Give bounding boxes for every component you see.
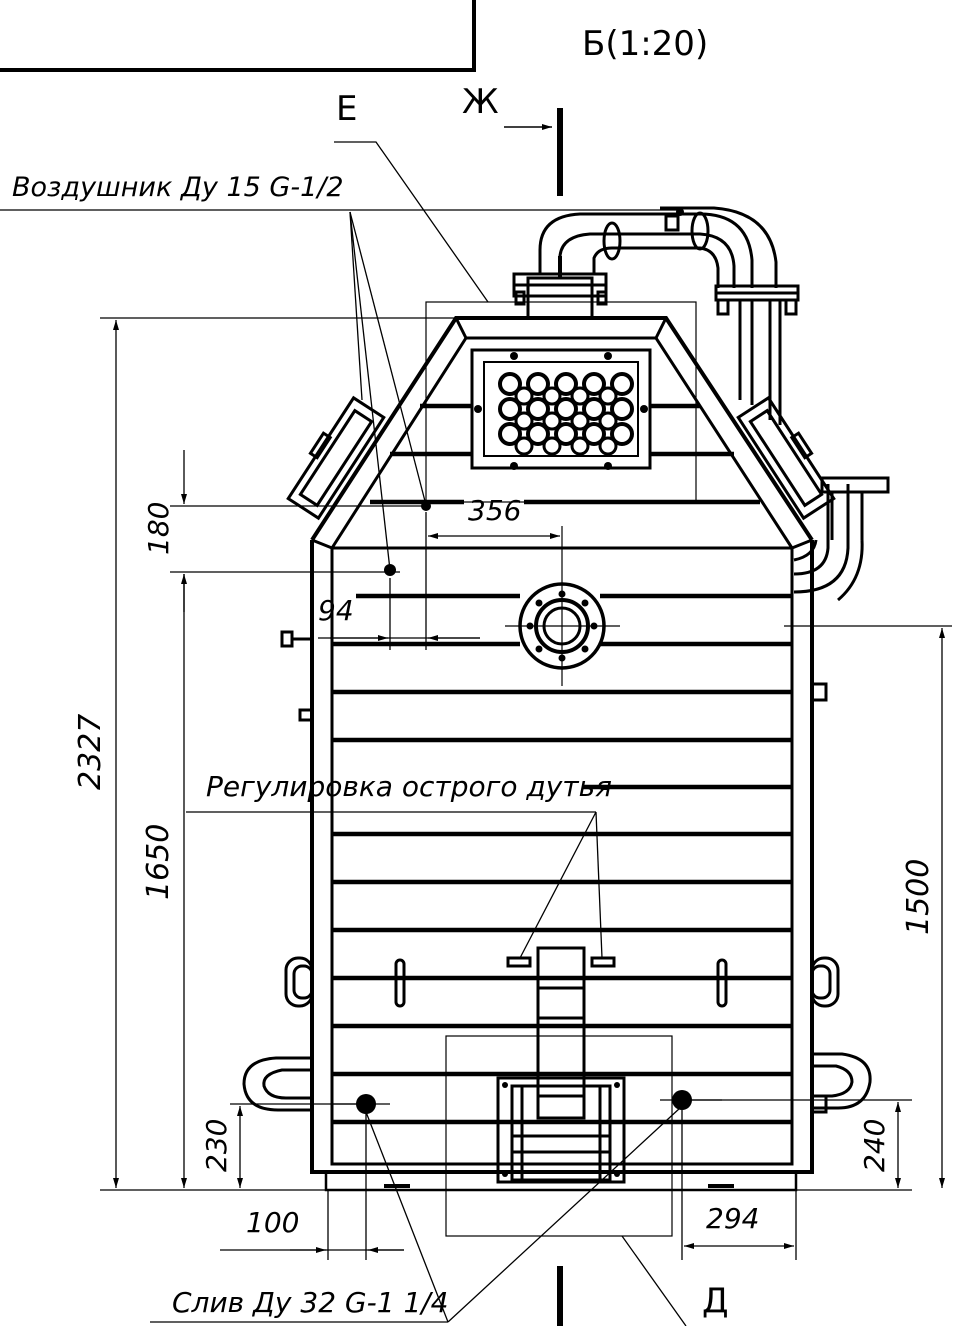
tube <box>514 436 534 456</box>
drain-markers <box>332 1090 722 1114</box>
tube <box>598 411 618 431</box>
air-vent-marker <box>676 208 684 216</box>
left-roof-hatch <box>286 395 386 521</box>
tube <box>526 397 550 421</box>
dim-230: 230 <box>200 1119 233 1172</box>
tube <box>514 386 534 406</box>
tube <box>554 372 578 396</box>
tube <box>598 386 618 406</box>
tube <box>498 397 522 421</box>
tube <box>554 422 578 446</box>
outlet-pipe <box>538 206 800 425</box>
tube-bundle-bolts <box>474 352 648 470</box>
side-fittings <box>280 630 828 1114</box>
dim-180: 180 <box>142 502 175 555</box>
section-e-leader <box>334 141 489 303</box>
air-vent-leaders <box>0 209 680 571</box>
blower-duct-bolts <box>502 1082 620 1177</box>
callout-drain: Слив Ду 32 G-1 1/4 <box>172 1286 449 1319</box>
section-zh-cut-mark <box>504 108 563 196</box>
tube <box>570 411 590 431</box>
blower-duct <box>496 946 626 1184</box>
tube-grid <box>498 372 634 456</box>
tube <box>570 386 590 406</box>
tube <box>514 411 534 431</box>
tube <box>554 397 578 421</box>
tube <box>542 411 562 431</box>
lifting-handles <box>284 956 840 1008</box>
right-roof-hatch <box>736 395 836 521</box>
bottom-side-pipes <box>242 1052 872 1112</box>
tube <box>570 436 590 456</box>
drain-leaders <box>150 1107 681 1323</box>
dim-1650: 1650 <box>141 824 176 900</box>
tube <box>526 372 550 396</box>
tube-bundle <box>470 348 652 470</box>
tube <box>582 397 606 421</box>
callout-air-vent: Воздушник Ду 15 G-1/2 <box>12 172 344 203</box>
section-label-d: Д <box>702 1281 729 1321</box>
dim-overall-height: 2327 <box>73 714 108 790</box>
detail-d-frame <box>445 1035 673 1237</box>
dim-356: 356 <box>468 494 521 527</box>
tube <box>610 372 634 396</box>
dim-294: 294 <box>706 1202 759 1235</box>
center-marker-mid <box>384 564 396 576</box>
section-d-leader <box>621 1235 687 1326</box>
tube <box>542 436 562 456</box>
section-label-zh: Ж <box>462 82 499 122</box>
tube <box>598 436 618 456</box>
dim-94: 94 <box>318 594 354 627</box>
title-block-fragment <box>0 0 476 72</box>
dimension-lines <box>100 317 952 1260</box>
tube <box>582 422 606 446</box>
tube <box>498 422 522 446</box>
side-pipe-elbow <box>793 476 890 602</box>
callout-blast-control: Регулировка острого дутья <box>206 770 612 803</box>
dim-240: 240 <box>858 1119 891 1172</box>
tube <box>542 386 562 406</box>
view-title: Б(1:20) <box>582 24 708 64</box>
tube <box>610 422 634 446</box>
tube <box>610 397 634 421</box>
tube <box>582 372 606 396</box>
tube <box>498 372 522 396</box>
central-flange-bolts <box>526 590 598 662</box>
dim-100: 100 <box>246 1206 299 1239</box>
boiler-body <box>310 316 814 1192</box>
blast-control-leaders <box>186 811 603 959</box>
dim-1500: 1500 <box>901 859 936 935</box>
fins <box>332 403 792 1125</box>
tube <box>526 422 550 446</box>
section-label-e: Е <box>336 89 357 129</box>
central-flange <box>505 526 620 686</box>
